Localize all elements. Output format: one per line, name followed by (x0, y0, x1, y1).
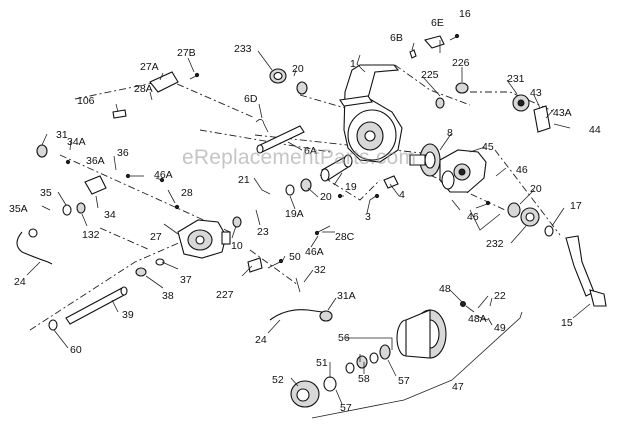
part-label: 34A (67, 136, 86, 148)
part-label: 43 (530, 87, 542, 99)
part-label: 6E (431, 17, 444, 29)
part-label: 3 (365, 211, 371, 223)
bail-wire-left (16, 231, 53, 265)
part-label: 21 (238, 174, 250, 186)
part-label: 27 (150, 231, 162, 243)
part-label: 31A (337, 290, 356, 302)
part-label: 60 (70, 344, 82, 356)
screws (65, 33, 507, 321)
part-label: 15 (561, 317, 573, 329)
part-label: 20 (292, 63, 304, 75)
part-label: 34 (104, 209, 116, 221)
part-label: 225 (421, 69, 439, 81)
part-label: 20 (530, 183, 542, 195)
part-label: 23 (257, 226, 269, 238)
part-label: 57 (340, 402, 352, 414)
part-label: 52 (272, 374, 284, 386)
part-label: 46 (467, 211, 479, 223)
part-label: 24 (255, 334, 267, 346)
bearing-parts (48, 68, 554, 331)
part-label: 46A (305, 246, 324, 258)
part-label: 226 (452, 57, 470, 69)
part-label: 6B (390, 32, 403, 44)
spool-assembly (290, 309, 447, 408)
part-label: 22 (494, 290, 506, 302)
part-label: 19 (345, 181, 357, 193)
part-label: 6A (304, 145, 317, 157)
part-label: 57 (398, 375, 410, 387)
part-label: 4 (399, 189, 405, 201)
part-label: 48A (468, 313, 487, 325)
part-label: 44 (589, 124, 601, 136)
part-label: 24 (14, 276, 26, 288)
part-label: 50 (289, 251, 301, 263)
part-label: 49 (494, 322, 506, 334)
frame-body (339, 64, 403, 163)
side-cover-plate (439, 149, 487, 193)
part-label: 16 (459, 8, 471, 20)
part-label: 8 (447, 127, 453, 139)
part-label: 227 (216, 289, 234, 301)
crank-handle (565, 235, 607, 307)
main-shaft (65, 286, 128, 325)
part-label: 48 (439, 283, 451, 295)
drive-shaft (256, 125, 305, 154)
part-label: 31 (56, 129, 68, 141)
part-label: 27A (140, 61, 159, 73)
part-label: 106 (77, 95, 95, 107)
part-label: 46A (154, 169, 173, 181)
part-label: 1 (350, 58, 356, 70)
part-label: 232 (486, 238, 504, 250)
part-label: 6D (244, 93, 258, 105)
part-label: 233 (234, 43, 252, 55)
part-label: 28 (181, 187, 193, 199)
part-number-labels: 1 233 20 6E 16 6B 225 226 231 43 43A 44 … (9, 8, 601, 414)
bail-hardware (112, 35, 445, 133)
leader-lines (26, 40, 591, 419)
part-label: 28C (335, 231, 355, 243)
part-label: 51 (316, 357, 328, 369)
part-label: 19A (285, 208, 304, 220)
part-label: 10 (231, 240, 243, 252)
part-label: 28A (134, 83, 153, 95)
part-label: 36 (117, 147, 129, 159)
part-label: 47 (452, 381, 464, 393)
part-label: 36A (86, 155, 105, 167)
part-label: 39 (122, 309, 134, 321)
anti-reverse-parts (512, 94, 551, 133)
line-roller (319, 310, 333, 322)
part-label: 20 (320, 191, 332, 203)
part-label: 37 (180, 274, 192, 286)
pinion (320, 154, 353, 182)
part-label: 27B (177, 47, 196, 59)
rotor-gear (409, 143, 441, 177)
part-label: 38 (162, 290, 174, 302)
part-label: 231 (507, 73, 525, 85)
bail-wire-bottom (269, 309, 323, 321)
part-label: 43A (553, 107, 572, 119)
gear-housing (177, 219, 231, 259)
part-label: 17 (570, 200, 582, 212)
part-label: 45 (482, 141, 494, 153)
part-label: 56 (338, 332, 350, 344)
part-label: 46 (516, 164, 528, 176)
part-label: 58 (358, 373, 370, 385)
part-label: 32 (314, 264, 326, 276)
side-cap-parts (28, 144, 107, 238)
assembly-centerlines (29, 64, 561, 331)
part-label: 132 (82, 229, 100, 241)
part-label: 35 (40, 187, 52, 199)
part-label: 35A (9, 203, 28, 215)
